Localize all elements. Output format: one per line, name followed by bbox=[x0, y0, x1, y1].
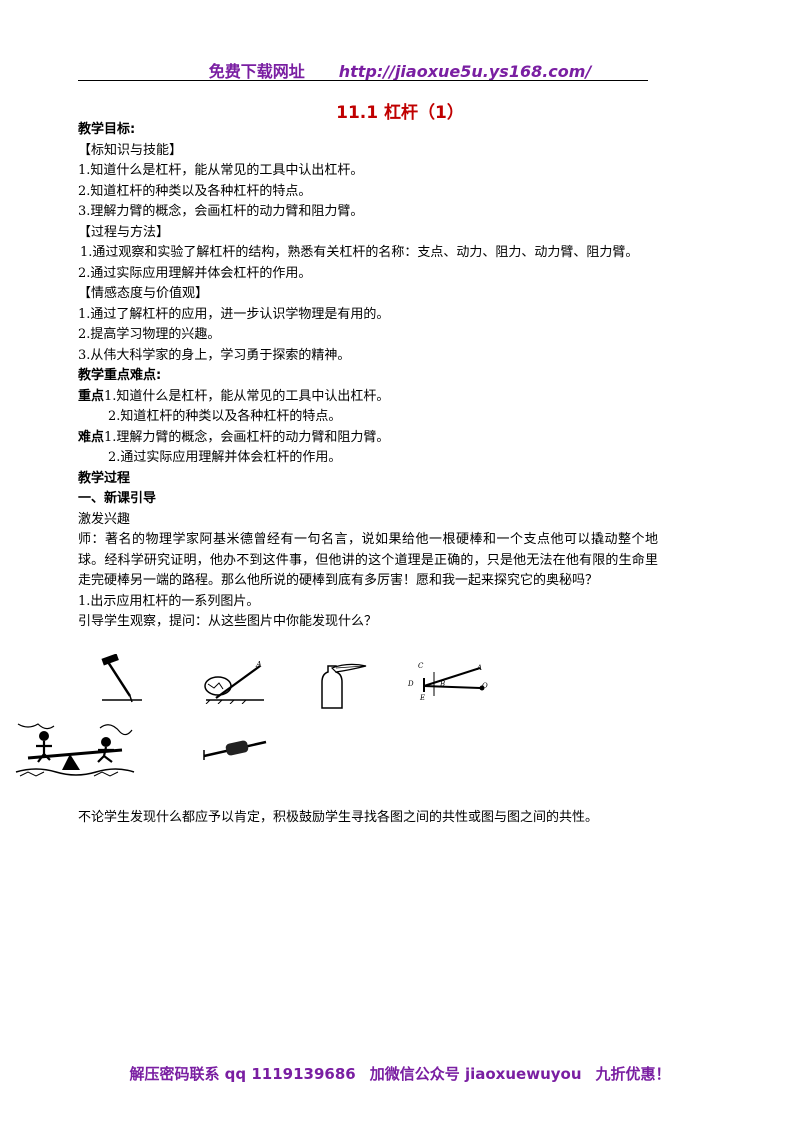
key-point-item: 1.知道什么是杠杆，能从常见的工具中认出杠杆。 bbox=[104, 388, 390, 404]
nutcracker-figure bbox=[423, 667, 485, 696]
key-point-line: 重点1.知道什么是杠杆，能从常见的工具中认出杠杆。 bbox=[78, 387, 738, 408]
header-label: 免费下载网址 bbox=[208, 62, 305, 81]
crowbar-figure bbox=[204, 665, 264, 704]
seesaw-figure bbox=[15, 723, 135, 777]
step-item: 1.出示应用杠杆的一系列图片。 bbox=[78, 593, 260, 609]
section-title-attitude: 【情感态度与价值观】 bbox=[78, 286, 209, 301]
difficulty-item: 1.理解力臂的概念，会画杠杆的动力臂和阻力臂。 bbox=[104, 429, 390, 445]
goal-item: 1.通过了解杠杆的应用，进一步认识学物理是有用的。 bbox=[78, 306, 390, 322]
goal-item: 1.知道什么是杠杆，能从常见的工具中认出杠杆。 bbox=[78, 163, 364, 178]
page-title: 11.1 杠杆（1） bbox=[336, 103, 464, 123]
header-url[interactable]: http://jiaoxue5u.ys168.com/ bbox=[338, 62, 592, 81]
figure-label-b: B bbox=[440, 680, 446, 688]
closing-text: 不论学生发现什么都应予以肯定，积极鼓励学生寻找各图之间的共性或图与图之间的共性。 bbox=[78, 810, 599, 825]
section-heading-intro: 一、新课引导 bbox=[78, 491, 157, 506]
goal-item: 3.从伟大科学家的身上，学习勇于探索的精神。 bbox=[78, 347, 351, 363]
page-footer: 解压密码联系 qq 1119139686 加微信公众号 jiaoxuewuyou 九… bbox=[0, 1063, 800, 1084]
footer-qq: 解压密码联系 qq 1119139686 bbox=[129, 1065, 356, 1083]
section-title-method: 【过程与方法】 bbox=[78, 224, 170, 240]
footer-discount: 九折优惠！ bbox=[595, 1065, 671, 1083]
figure-label-e: E bbox=[420, 694, 426, 702]
goal-item: 3.理解力臂的概念，会画杠杆的动力臂和阻力臂。 bbox=[78, 204, 364, 219]
teacher-paragraph: 师：著名的物理学家阿基米德曾经有一句名言，说如果给他一根硬棒和一个支点他可以撬动… bbox=[78, 532, 658, 588]
page-header: 免费下载网址 http://jiaoxue5u.ys168.com/ bbox=[0, 58, 800, 82]
bottle-opener-figure bbox=[321, 663, 367, 709]
hand-lever-figure bbox=[203, 740, 267, 760]
goal-item: 2.通过实际应用理解并体会杠杆的作用。 bbox=[78, 265, 312, 281]
key-point-label: 重点 bbox=[78, 388, 105, 404]
lever-figures: A C A D B O E bbox=[0, 640, 800, 810]
lesson-content: 教学目标: 【标知识与技能】 1.知道什么是杠杆，能从常见的工具中认出杠杆。 2… bbox=[78, 120, 738, 633]
header-rule bbox=[78, 80, 648, 81]
figure-label-o: O bbox=[482, 682, 488, 690]
step-item: 引导学生观察，提问：从这些图片中你能发现什么？ bbox=[78, 614, 378, 629]
goal-item: 1.通过观察和实验了解杠杆的结构，熟悉有关杠杆的名称：支点、动力、阻力、动力臂、… bbox=[80, 245, 639, 260]
goal-item: 2.知道杠杆的种类以及各种杠杆的特点。 bbox=[78, 183, 312, 199]
difficulty-line: 难点1.理解力臂的概念，会画杠杆的动力臂和阻力臂。 bbox=[78, 428, 738, 449]
section-title-knowledge: 【标知识与技能】 bbox=[78, 142, 183, 158]
goal-item: 2.提高学习物理的兴趣。 bbox=[78, 327, 221, 342]
process-heading: 教学过程 bbox=[78, 470, 131, 486]
hammer-figure bbox=[101, 654, 142, 703]
key-point-item: 2.知道杠杆的种类以及各种杠杆的特点。 bbox=[108, 409, 342, 424]
subheading-motivation: 激发兴趣 bbox=[78, 511, 131, 527]
figure-label-a: A bbox=[256, 660, 262, 669]
figure-label-c: C bbox=[418, 662, 424, 670]
difficulty-item: 2.通过实际应用理解并体会杠杆的作用。 bbox=[108, 450, 342, 465]
key-heading: 教学重点难点: bbox=[78, 368, 162, 383]
footer-wechat: 加微信公众号 jiaoxuewuyou bbox=[369, 1065, 582, 1083]
figure-label-d: D bbox=[408, 680, 414, 688]
figure-label-a2: A bbox=[477, 664, 483, 672]
difficulty-label: 难点 bbox=[78, 429, 105, 445]
goals-heading: 教学目标: bbox=[78, 122, 136, 137]
